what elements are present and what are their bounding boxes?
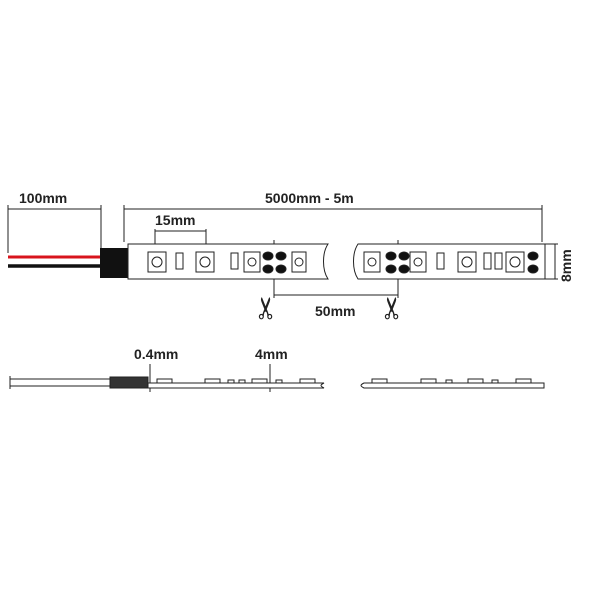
led-lens <box>509 256 521 268</box>
wire-connector <box>100 248 128 278</box>
profile-component <box>371 378 388 384</box>
profile-component <box>491 379 499 384</box>
led-lens <box>294 257 304 267</box>
profile-connector <box>109 376 149 389</box>
component-height-label: 4mm <box>255 346 288 362</box>
profile-component <box>420 378 437 384</box>
led-lens <box>461 256 473 268</box>
profile-component <box>299 378 316 384</box>
strip-length-label: 5000mm - 5m <box>265 190 354 206</box>
profile-strip-left <box>147 382 325 389</box>
solder-pad <box>527 264 539 274</box>
profile-strip-right <box>360 382 545 389</box>
resistor <box>494 252 503 270</box>
led-chips-right <box>363 251 539 274</box>
solder-pad <box>275 264 287 274</box>
pitch-label: 15mm <box>155 212 196 228</box>
led-lens <box>367 257 377 267</box>
led-lens <box>151 256 163 268</box>
led-chips-left <box>147 251 307 274</box>
scissors-icon: ✂ <box>375 295 411 321</box>
solder-pad <box>398 251 410 261</box>
profile-component <box>275 379 283 384</box>
solder-pad <box>275 251 287 261</box>
profile-component <box>238 379 246 384</box>
led-lens <box>413 257 423 267</box>
solder-pad <box>262 264 274 274</box>
profile-component <box>251 378 268 384</box>
solder-pad <box>398 264 410 274</box>
scissors-icon: ✂ <box>249 295 285 321</box>
cut-interval-label: 50mm <box>315 303 356 319</box>
width-label: 8mm <box>558 249 574 282</box>
profile-component <box>467 378 484 384</box>
profile-component <box>156 378 173 384</box>
solder-pad <box>262 251 274 261</box>
resistor <box>436 252 445 270</box>
wire-length-label: 100mm <box>19 190 68 206</box>
profile-component <box>227 379 235 384</box>
solder-pad <box>385 251 397 261</box>
led-lens <box>199 256 211 268</box>
resistor <box>483 252 492 270</box>
profile-component <box>445 379 453 384</box>
resistor <box>175 252 184 270</box>
solder-pad <box>385 264 397 274</box>
side-profile <box>9 376 545 389</box>
profile-component <box>515 378 532 384</box>
solder-pad <box>527 251 539 261</box>
thickness-label: 0.4mm <box>134 346 179 362</box>
profile-component <box>204 378 221 384</box>
resistor <box>230 252 239 270</box>
power-wires <box>8 248 128 278</box>
led-lens <box>247 257 257 267</box>
